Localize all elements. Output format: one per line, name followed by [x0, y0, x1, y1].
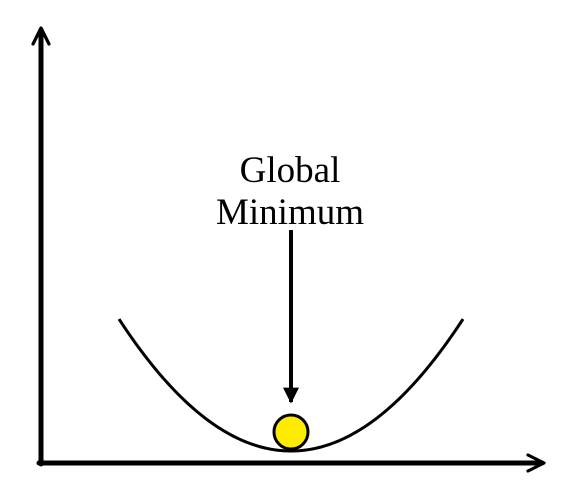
loss-curve	[117, 318, 465, 453]
ball-at-minimum	[272, 413, 310, 451]
global-minimum-label: Global Minimum	[170, 150, 410, 234]
label-line-global: Global	[239, 150, 341, 191]
label-line-minimum: Minimum	[215, 192, 365, 233]
